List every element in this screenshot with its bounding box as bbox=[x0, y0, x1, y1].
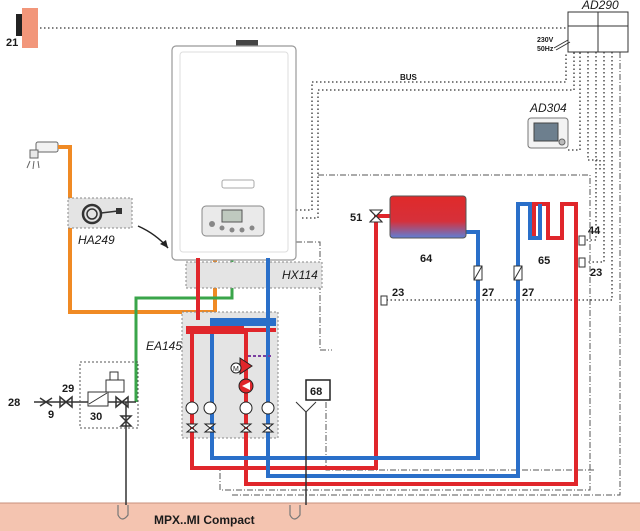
check-valve-27b bbox=[513, 265, 523, 281]
label-9: 9 bbox=[48, 409, 54, 421]
isolation-valves bbox=[185, 423, 275, 433]
label-51: 51 bbox=[350, 212, 362, 224]
mixing-valve: M bbox=[230, 355, 272, 375]
floor-drains bbox=[117, 505, 301, 520]
sensor-23b bbox=[578, 257, 586, 268]
frequency-label: 50Hz bbox=[537, 46, 554, 53]
tap-icon bbox=[26, 141, 59, 170]
dhw-pipe bbox=[58, 145, 217, 314]
sensor-21 bbox=[16, 8, 38, 48]
floor bbox=[0, 502, 640, 531]
bus-label: BUS bbox=[400, 73, 418, 82]
product-name: MPX..MI Compact bbox=[154, 513, 255, 527]
valve-51 bbox=[368, 209, 384, 223]
component-68: 68 bbox=[295, 379, 331, 505]
ad290-label: AD290 bbox=[581, 0, 619, 12]
ha249-label: HA249 bbox=[78, 233, 115, 247]
gauges bbox=[185, 401, 275, 415]
label-27b: 27 bbox=[522, 287, 534, 299]
ad304-room-unit: AD304 bbox=[527, 101, 569, 149]
ad290-control-unit: AD290 230V 50Hz bbox=[537, 0, 629, 53]
ea145-label: EA145 bbox=[146, 339, 182, 353]
label-28: 28 bbox=[8, 397, 20, 409]
voltage-label: 230V bbox=[537, 37, 554, 44]
circulator-pump bbox=[238, 378, 254, 394]
cold-water-supply bbox=[34, 395, 136, 505]
label-23b: 23 bbox=[590, 267, 602, 279]
label-64: 64 bbox=[420, 253, 433, 265]
check-valve-27a bbox=[473, 265, 483, 281]
control-wiring bbox=[28, 27, 613, 301]
ha249-accessory: HA249 bbox=[67, 197, 169, 249]
label-21: 21 bbox=[6, 37, 18, 49]
label-44: 44 bbox=[588, 225, 601, 237]
safety-group bbox=[79, 361, 139, 429]
label-29: 29 bbox=[62, 383, 74, 395]
label-27a: 27 bbox=[482, 287, 494, 299]
boiler bbox=[171, 40, 297, 261]
sensor-23a bbox=[380, 295, 388, 306]
label-68: 68 bbox=[310, 386, 322, 398]
ad304-label: AD304 bbox=[529, 101, 567, 115]
hx114-label: HX114 bbox=[282, 268, 318, 282]
label-65: 65 bbox=[538, 255, 550, 267]
svg-text:M: M bbox=[233, 366, 239, 373]
cylinder-64 bbox=[389, 195, 467, 239]
hx114-accessory: HX114 bbox=[185, 261, 323, 289]
label-23a: 23 bbox=[392, 287, 404, 299]
collector-bars bbox=[186, 318, 276, 334]
thermostat-44 bbox=[578, 235, 586, 246]
label-30: 30 bbox=[90, 411, 102, 423]
